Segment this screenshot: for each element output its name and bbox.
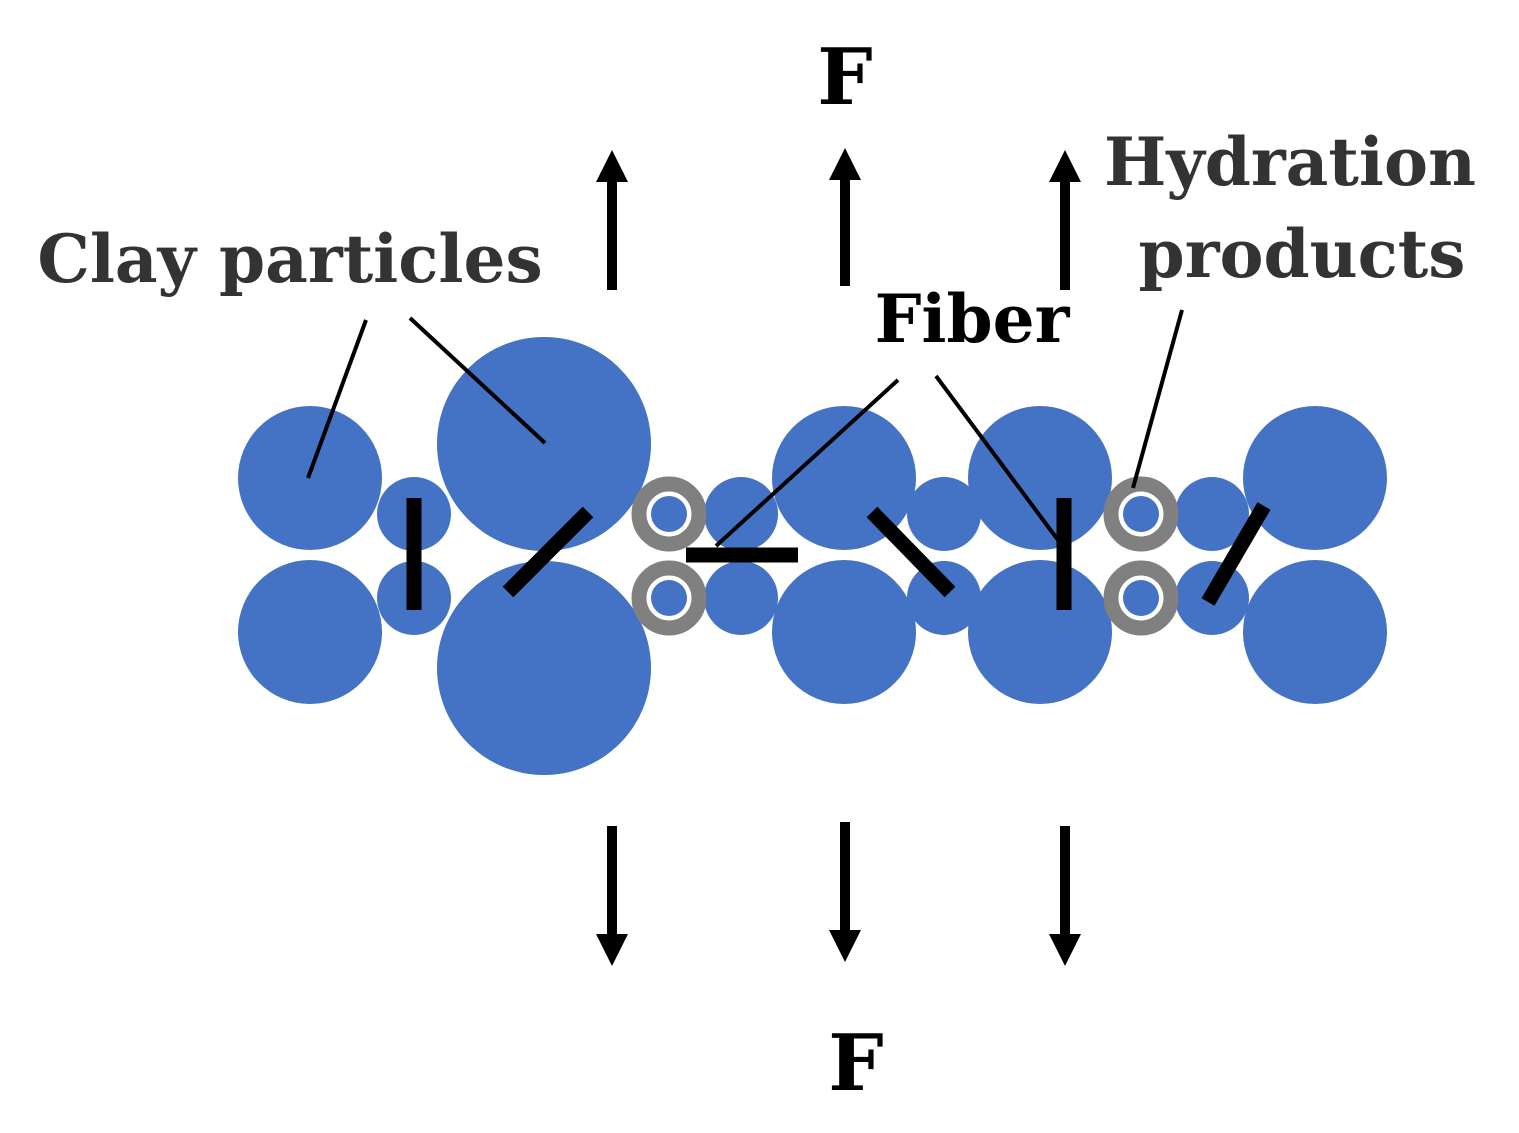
clay-particle: [1175, 477, 1249, 551]
hydration-ring: [1103, 560, 1179, 636]
leader-line-fiber: [934, 374, 1060, 542]
hydration-ring: [1103, 476, 1179, 552]
fiber: [1201, 502, 1271, 606]
leader-lines-group: [306, 309, 1184, 548]
hydration-core: [1123, 496, 1159, 532]
hydration-core: [651, 496, 687, 532]
fiber-label: Fiber: [875, 280, 1071, 358]
clay-particle: [437, 561, 651, 775]
clay-particle: [772, 560, 916, 704]
hydration-ring: [631, 476, 707, 552]
arrow-up-icon: [1049, 150, 1081, 290]
clay-particle: [907, 477, 981, 551]
force-label-top: F: [817, 32, 872, 123]
leader-line-hydration: [1131, 309, 1184, 489]
fiber: [866, 506, 956, 598]
arrow-down-icon: [596, 826, 628, 966]
clay-particle: [704, 561, 778, 635]
clay-particle: [968, 406, 1112, 550]
clay-particle: [238, 560, 382, 704]
arrow-down-icon: [829, 822, 861, 962]
clay-particle: [907, 561, 981, 635]
fiber: [502, 506, 594, 598]
fibers-group: [406, 498, 1271, 610]
hydration-products-group: [631, 476, 1179, 636]
hydration-core: [1123, 580, 1159, 616]
leader-line-fiber: [714, 378, 900, 548]
clay-particle: [1243, 406, 1387, 550]
arrow-down-icon: [1049, 826, 1081, 966]
hydration-label-line2: products: [1139, 215, 1466, 293]
hydration-ring: [631, 560, 707, 636]
force-arrows-group: [596, 148, 1081, 966]
arrow-up-icon: [829, 148, 861, 286]
clay-particle: [1243, 560, 1387, 704]
clay-particle: [968, 560, 1112, 704]
arrow-up-icon: [596, 150, 628, 290]
leader-line-clay: [408, 316, 547, 445]
clay-particles-label: Clay particles: [37, 220, 542, 298]
hydration-core: [651, 580, 687, 616]
force-label-bottom: F: [828, 1018, 883, 1109]
clay-particle: [704, 477, 778, 551]
leader-line-clay: [306, 319, 368, 479]
hydration-label-line1: Hydration: [1104, 123, 1476, 201]
